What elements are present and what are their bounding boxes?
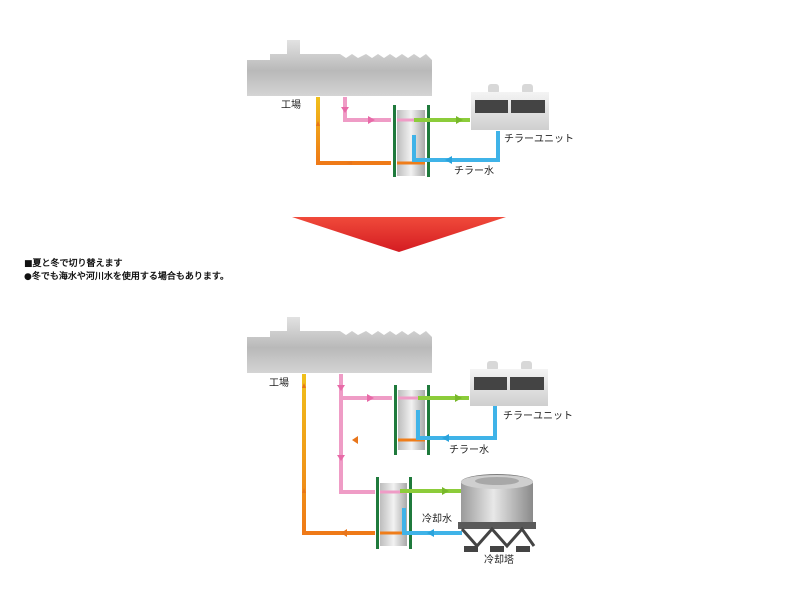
transition-arrow <box>292 217 506 252</box>
summer-diagram <box>247 40 549 177</box>
flow-arrow <box>352 436 358 444</box>
cooling-tower <box>458 474 536 552</box>
factory-water-loop <box>316 97 391 165</box>
chiller-unit <box>471 84 549 130</box>
flow-arrow <box>302 383 306 388</box>
factory-water-loop <box>302 374 375 535</box>
flow-arrow <box>337 385 345 391</box>
cooling-water-return-pipe <box>402 508 462 535</box>
flow-arrow <box>346 161 352 165</box>
winter-chiller-water-label: チラー水 <box>449 445 489 456</box>
factory-building <box>247 317 432 373</box>
winter-diagram <box>247 317 548 552</box>
flow-arrow <box>456 116 463 124</box>
heat-exchanger-cooling-tower <box>376 477 412 549</box>
factory-return-pipe <box>339 374 375 494</box>
notes-detail: ●冬でも海水や河川水を使用する場合もあります。 <box>24 272 229 282</box>
summer-chiller-water-label: チラー水 <box>454 166 494 177</box>
cooling-water-label: 冷却水 <box>422 514 452 525</box>
factory-return-pipe <box>343 97 391 122</box>
cooling-tower-label: 冷却塔 <box>484 555 514 566</box>
flow-arrow <box>427 529 434 537</box>
flow-arrow <box>367 394 374 402</box>
summer-chiller-label: チラーユニット <box>504 134 574 145</box>
heat-exchanger-chiller <box>394 385 430 455</box>
flow-arrow <box>442 487 449 495</box>
heat-exchanger <box>393 105 430 177</box>
winter-factory-label: 工場 <box>269 378 289 389</box>
flow-arrow <box>337 455 345 461</box>
flow-arrow <box>316 121 320 126</box>
flow-arrow <box>455 394 462 402</box>
factory-building <box>247 40 432 96</box>
flow-arrow <box>341 107 349 113</box>
flow-arrow <box>445 156 452 164</box>
flow-arrow <box>302 488 306 493</box>
summer-factory-label: 工場 <box>281 100 301 111</box>
flow-arrow <box>368 116 375 124</box>
winter-chiller-label: チラーユニット <box>503 411 573 422</box>
chiller-return-pipe <box>416 404 497 440</box>
notes-heading: ■夏と冬で切り替えます <box>24 259 123 269</box>
chiller-unit <box>470 361 548 406</box>
flow-arrow <box>341 529 347 537</box>
chiller-return-pipe <box>412 131 500 162</box>
flow-arrow <box>442 434 449 442</box>
